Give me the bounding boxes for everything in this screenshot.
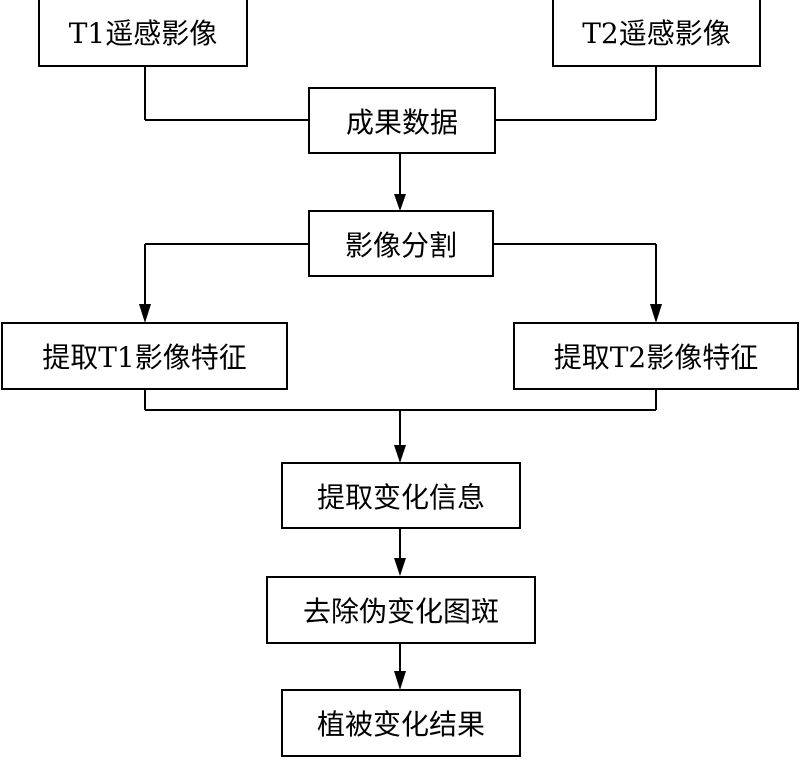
- node-t1-image: T1遥感影像: [38, 0, 248, 67]
- node-segmentation: 影像分割: [308, 210, 494, 277]
- node-remove-false-change: 去除伪变化图斑: [266, 576, 536, 644]
- arrowhead-t2-features: [650, 304, 662, 323]
- node-t2-image: T2遥感影像: [552, 0, 761, 67]
- node-change-info: 提取变化信息: [281, 462, 521, 529]
- node-vegetation-change-result: 植被变化结果: [281, 689, 521, 757]
- arrowhead-seg: [394, 194, 406, 211]
- arrowhead-change-info: [394, 445, 406, 463]
- node-t1-features: 提取T1影像特征: [1, 322, 288, 390]
- arrowhead-veg-result: [394, 671, 406, 690]
- arrowhead-remove: [394, 558, 406, 576]
- node-t2-features: 提取T2影像特征: [513, 322, 799, 390]
- arrowhead-t1-features: [139, 304, 151, 323]
- node-result-data: 成果数据: [308, 87, 496, 154]
